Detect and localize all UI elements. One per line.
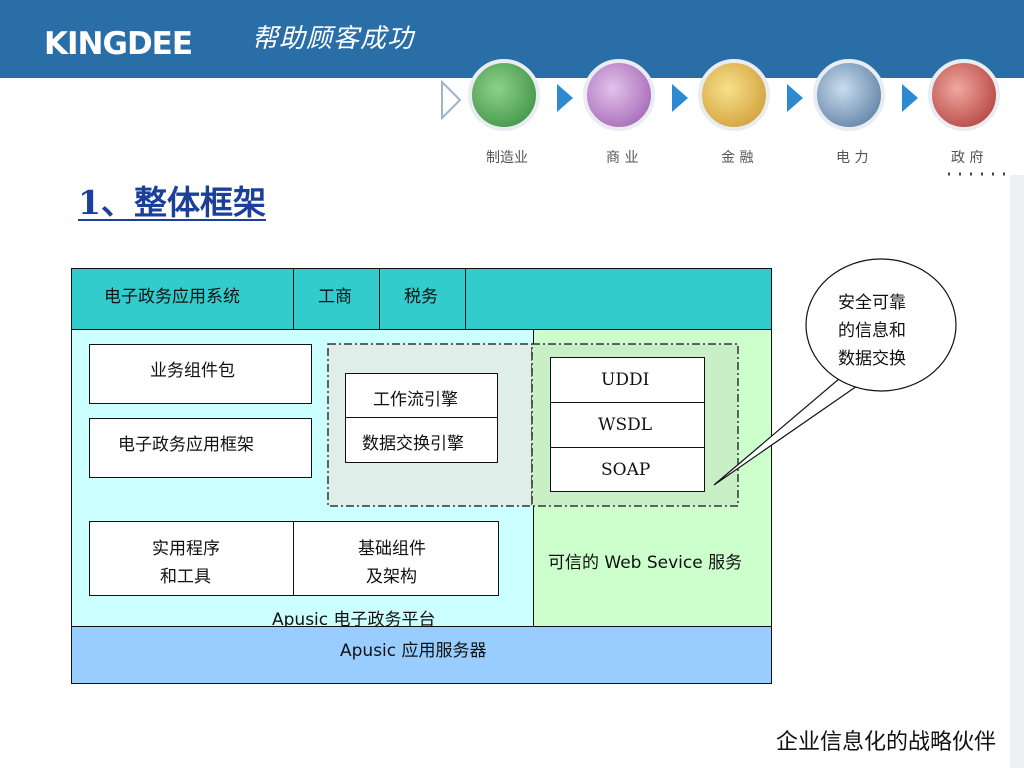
platform-label: Apusic 电子政务平台: [272, 610, 436, 630]
top-row: [71, 268, 772, 330]
industry-label-finance: 金 融: [721, 150, 754, 166]
dotted-separator: [948, 172, 1014, 176]
industry-label-commerce: 商 业: [606, 150, 639, 166]
commerce-icon: [583, 59, 655, 131]
page-title: 1、整体框架: [78, 183, 266, 222]
callout-line2: 的信息和: [838, 321, 906, 341]
government-icon: [928, 59, 1000, 131]
divider: [465, 268, 466, 330]
engines-box: [345, 373, 498, 463]
workflow-engine-label: 工作流引擎: [373, 390, 458, 410]
wsdl-label: WSDL: [598, 415, 653, 435]
industry-label-power: 电 力: [836, 150, 869, 166]
industry-label-government: 政 府: [951, 150, 984, 166]
tax-label: 税务: [404, 287, 438, 307]
egov-app-framework-box: [89, 418, 312, 478]
app-server-box: [71, 626, 772, 684]
slogan: 帮助顾客成功: [252, 24, 415, 54]
business-component-pack-label: 业务组件包: [150, 361, 235, 381]
app-server-label: Apusic 应用服务器: [340, 641, 487, 661]
trusted-web-service-label: 可信的 Web Sevice 服务: [548, 553, 743, 573]
uddi-label: UDDI: [601, 370, 650, 390]
divider: [293, 268, 294, 330]
soap-label: SOAP: [601, 460, 651, 480]
business-component-pack-box: [89, 344, 312, 404]
divider: [379, 268, 380, 330]
divider: [293, 521, 294, 596]
ws-stack-box: [550, 357, 705, 492]
divider: [345, 417, 498, 418]
arrow-icon: [672, 84, 688, 112]
callout-bubble: [713, 258, 957, 486]
callout-line3: 数据交换: [838, 349, 906, 369]
finance-icon: [698, 59, 770, 131]
utilities-box: [89, 521, 499, 596]
data-exchange-engine-label: 数据交换引擎: [362, 434, 464, 454]
callout-line1: 安全可靠: [838, 293, 906, 313]
egov-app-framework-label: 电子政务应用框架: [118, 435, 254, 455]
power-icon: [813, 59, 885, 131]
egov-apps-label: 电子政务应用系统: [104, 287, 240, 307]
base-components-label-line1: 基础组件: [358, 539, 426, 559]
industry-commerce-label: 工商: [318, 287, 352, 307]
utilities-label-line2: 和工具: [160, 567, 211, 587]
kingdee-logo: KINGDEE: [44, 26, 193, 62]
arrow-icon: [902, 84, 918, 112]
arrow-icon: [787, 84, 803, 112]
industry-label-manufacturing: 制造业: [486, 150, 528, 166]
side-strip: [1010, 175, 1024, 768]
arrow-icon: [557, 84, 573, 112]
manufacturing-icon: [468, 59, 540, 131]
divider: [550, 402, 705, 403]
base-components-label-line2: 及架构: [366, 567, 417, 587]
outline-arrow-icon: [441, 80, 462, 120]
footer-tagline: 企业信息化的战略伙伴: [775, 730, 996, 755]
utilities-label-line1: 实用程序: [152, 539, 220, 559]
divider: [550, 447, 705, 448]
